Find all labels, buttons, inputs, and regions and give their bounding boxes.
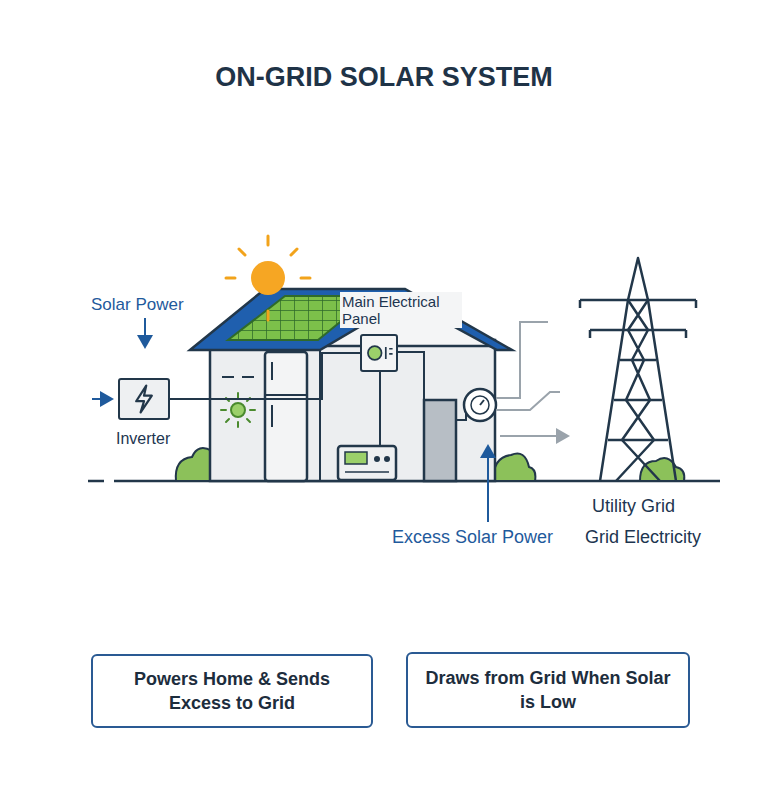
text-label: Excess Solar Power: [390, 527, 555, 548]
inverter-box: Inverter: [118, 378, 170, 420]
summary-box: Powers Home & Sends Excess to Grid: [91, 654, 373, 728]
node-heading: Main Electrical Panel: [340, 292, 462, 329]
box-text: Powers Home & Sends Excess to Grid: [105, 667, 359, 716]
node-heading: Inverter: [114, 430, 172, 448]
diagram-title: ON-GRID SOLAR SYSTEM: [0, 62, 768, 93]
text-label: Utility Grid: [590, 496, 677, 517]
electrical-panel: Main Electrical Panel: [360, 334, 398, 372]
box-text: Draws from Grid When Solar is Low: [420, 666, 676, 715]
text-label: Solar Power: [89, 295, 186, 315]
text-label: Grid Electricity: [583, 527, 703, 548]
summary-box: Draws from Grid When Solar is Low: [406, 652, 690, 728]
panel-icon: [362, 336, 396, 370]
lightning-icon: [120, 380, 168, 418]
wire-connector: [170, 353, 360, 399]
